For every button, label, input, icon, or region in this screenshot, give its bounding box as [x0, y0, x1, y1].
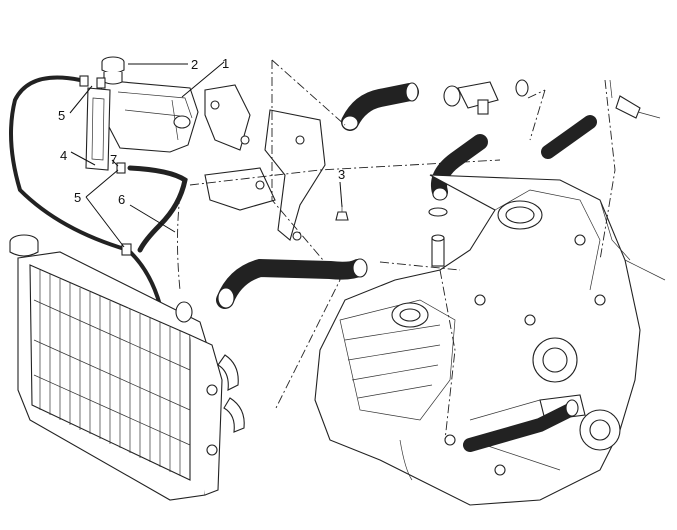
leader-lines	[69, 61, 343, 248]
radiator-cap	[9, 234, 39, 257]
filler-cap	[101, 56, 125, 85]
callout-2: 2	[191, 57, 198, 72]
upper-hose-left	[341, 82, 419, 131]
frame-bracket	[204, 84, 326, 241]
radiator-inlet-hose	[216, 258, 368, 309]
temperature-sensor	[609, 79, 661, 119]
callout-4: 4	[60, 148, 67, 163]
engine	[314, 174, 666, 506]
hose-clips	[79, 75, 132, 256]
radiator-fins	[33, 270, 191, 476]
tank-mounting-bracket	[85, 87, 111, 171]
radiator-outlet-pipe	[175, 301, 245, 433]
callout-6: 6	[118, 192, 125, 207]
mounting-screw	[335, 205, 349, 221]
overflow-hose	[9, 75, 162, 307]
bypass-hose	[431, 134, 488, 201]
callout-1: 1	[222, 56, 229, 71]
water-pump-hose	[463, 399, 579, 452]
radiator	[17, 251, 223, 501]
callout-3: 3	[338, 167, 345, 182]
small-hose-right	[541, 115, 597, 159]
callout-7: 7	[110, 152, 117, 167]
callout-5-lower: 5	[74, 190, 81, 205]
expansion-tank	[99, 79, 199, 153]
assembly-center-lines	[177, 59, 616, 441]
thermostat-housing	[443, 79, 529, 115]
callout-5-upper: 5	[58, 108, 65, 123]
pipe-fitting	[428, 207, 448, 267]
breather-hose	[127, 165, 188, 253]
